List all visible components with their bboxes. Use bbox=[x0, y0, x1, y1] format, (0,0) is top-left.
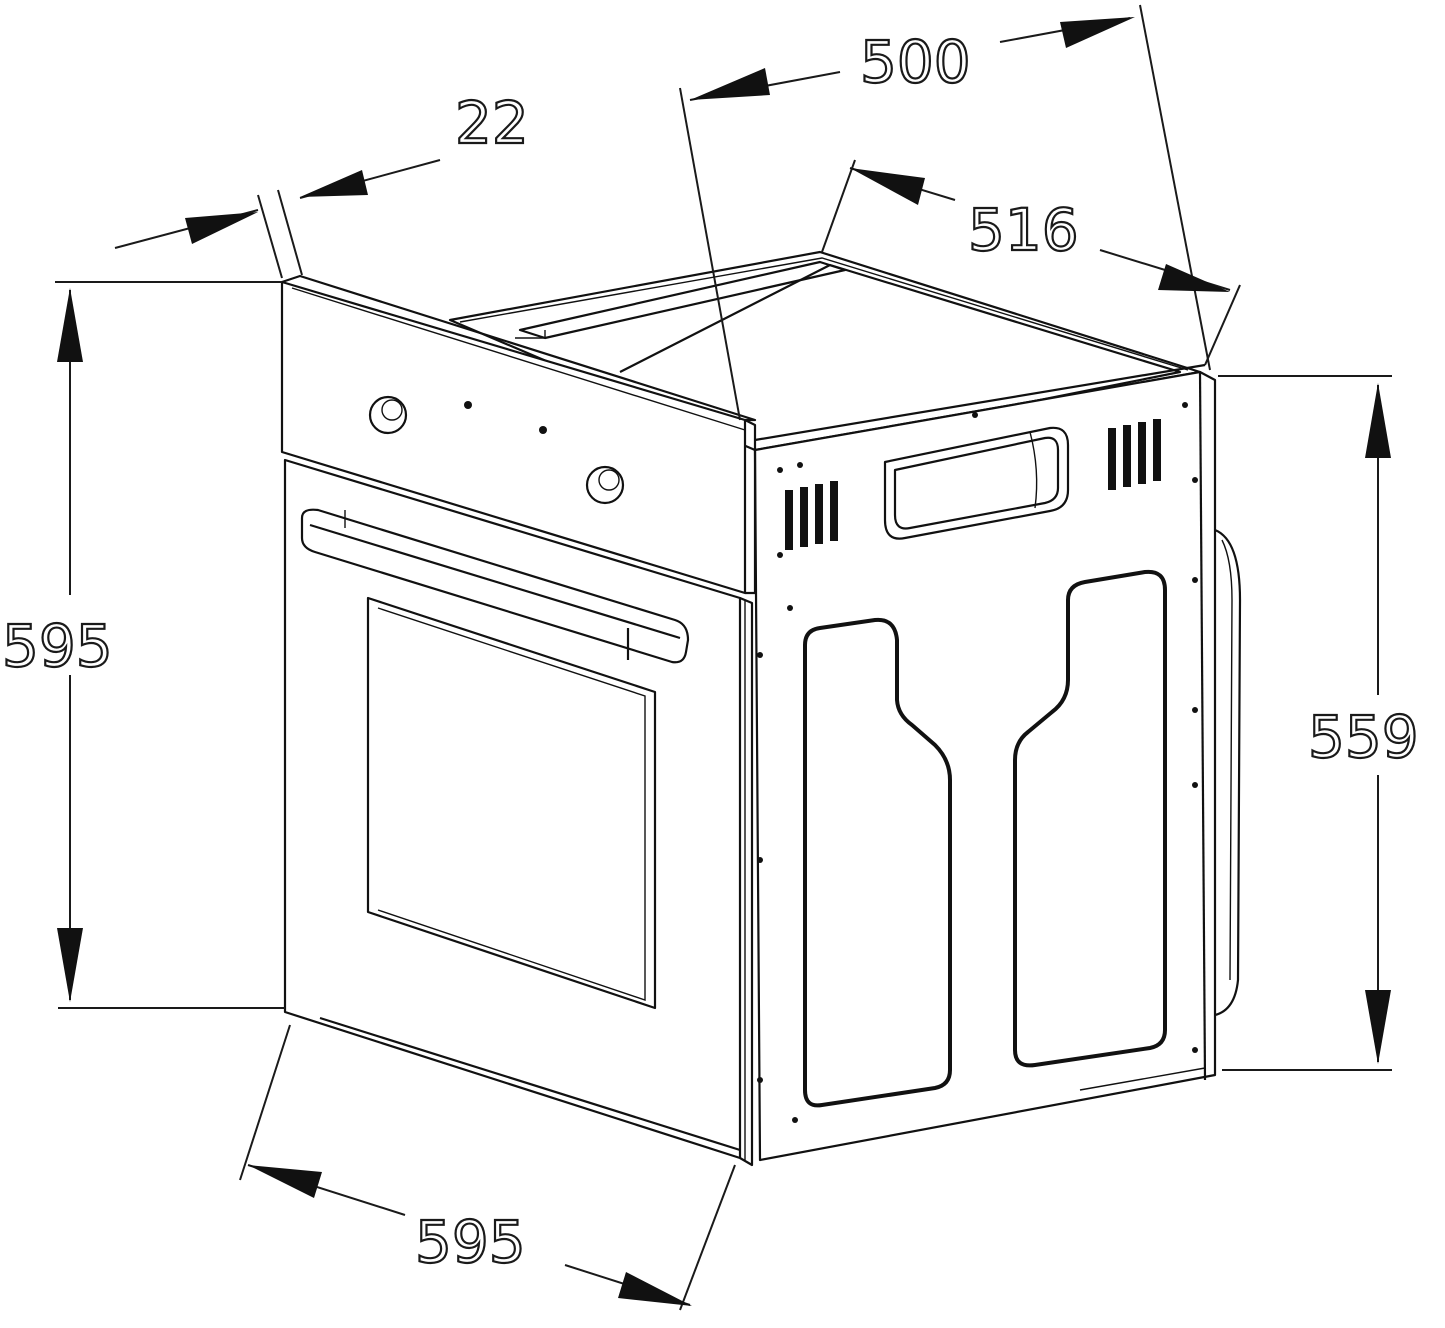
indicator-light-icon bbox=[464, 401, 472, 409]
rear-housing bbox=[1214, 528, 1242, 1017]
arrowhead bbox=[690, 68, 770, 100]
dimension-label-depth-overall: 500 bbox=[860, 28, 971, 96]
dimension-width-front: 595 bbox=[239, 1024, 736, 1311]
dimension-label-height-front: 595 bbox=[2, 612, 113, 680]
arrowhead bbox=[618, 1272, 692, 1306]
vent-slots-right bbox=[1108, 419, 1161, 490]
arrowhead bbox=[300, 170, 368, 197]
handle-cutout bbox=[883, 426, 1070, 540]
dimension-label-depth-body: 516 bbox=[968, 196, 1079, 264]
dimension-panel-thickness: 22 bbox=[114, 88, 530, 279]
arrowhead bbox=[1060, 17, 1135, 48]
door-handle bbox=[300, 508, 690, 664]
dimension-height-body: 559 bbox=[1218, 375, 1420, 1071]
arrowhead bbox=[57, 288, 83, 362]
door-window bbox=[366, 596, 657, 1010]
arrowhead bbox=[248, 1165, 322, 1198]
vent-slots-left bbox=[785, 481, 838, 550]
knob-right-icon bbox=[585, 465, 625, 505]
side-cutout-right bbox=[1013, 569, 1167, 1068]
oven-body bbox=[280, 250, 1242, 1167]
dimension-label-height-body: 559 bbox=[1308, 703, 1419, 771]
control-panel bbox=[280, 274, 757, 595]
screw-holes bbox=[757, 402, 1198, 1123]
oven-door bbox=[283, 458, 754, 1167]
dimension-label-width-front: 595 bbox=[415, 1208, 526, 1276]
arrowhead bbox=[1365, 383, 1391, 458]
dimension-label-panel-thickness: 22 bbox=[455, 89, 529, 157]
side-cutout-left bbox=[803, 617, 952, 1108]
dimension-depth-overall: 500 bbox=[679, 4, 1211, 421]
arrowhead bbox=[850, 168, 925, 205]
side-panel bbox=[753, 370, 1217, 1162]
arrowhead bbox=[1158, 264, 1230, 292]
arrowhead bbox=[1365, 990, 1391, 1064]
dimension-height-front: 595 bbox=[1, 281, 285, 1009]
indicator-light-icon bbox=[539, 426, 547, 434]
knob-left-icon bbox=[368, 395, 408, 435]
dimension-depth-body: 516 bbox=[821, 159, 1241, 366]
arrowhead bbox=[185, 212, 258, 244]
arrowhead bbox=[57, 928, 83, 1002]
